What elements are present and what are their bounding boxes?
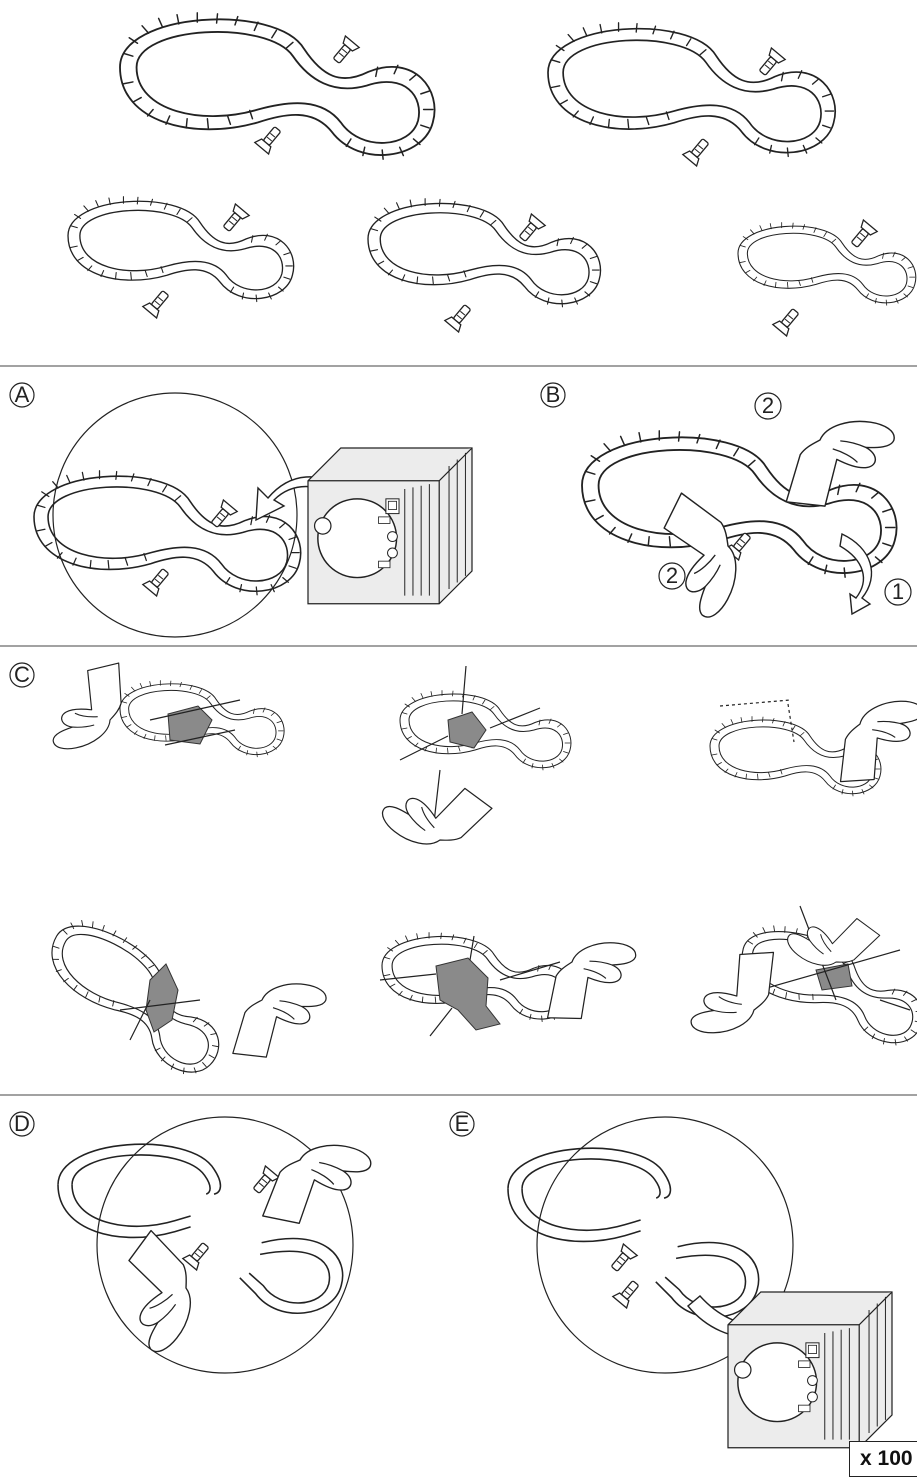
gloved-hand-icon — [223, 978, 335, 1062]
gloved-hand-icon — [103, 1227, 212, 1358]
ring-frame-icon-lower — [240, 1239, 343, 1314]
membrane-icon — [816, 964, 852, 990]
ring-frame-icon-upper — [58, 1144, 220, 1237]
step-d: D — [10, 1111, 375, 1373]
step-b-label: B — [546, 382, 561, 407]
thumbscrew-icon — [445, 301, 475, 332]
quantity-badge: x 100 — [849, 1441, 917, 1477]
thumbscrew-icon — [613, 1277, 643, 1308]
thumbscrew-icon — [773, 305, 803, 336]
frame-gallery — [68, 13, 916, 336]
step-e-label: E — [455, 1111, 470, 1136]
thumbscrew-icon — [329, 36, 359, 67]
ring-frame-icon — [548, 23, 835, 157]
callout-2-top: 2 — [762, 393, 774, 418]
thumbscrew-icon — [143, 565, 173, 596]
ring-frame-icon — [368, 199, 601, 307]
thumbscrew-icon — [255, 123, 285, 154]
membrane-icon — [448, 712, 486, 748]
gloved-hand-icon — [377, 765, 496, 863]
thumbscrew-icon — [219, 204, 249, 235]
ring-frame-icon — [120, 13, 435, 159]
callout-1: 1 — [892, 579, 904, 604]
step-a-label: A — [15, 382, 30, 407]
ring-frame-icon — [28, 907, 246, 1086]
step-c-label: C — [14, 662, 30, 687]
thumbscrew-icon — [607, 1244, 637, 1275]
gloved-hand-icon — [675, 943, 794, 1041]
thumbscrew-icon — [183, 1239, 213, 1270]
ring-frame-icon-upper — [508, 1148, 670, 1241]
thumbscrew-icon — [847, 220, 877, 251]
thumbscrew-icon — [683, 135, 713, 166]
thumbscrew-icon — [515, 214, 545, 245]
step-d-label: D — [14, 1111, 30, 1136]
step-a: A — [10, 382, 472, 637]
membrane-icon — [436, 958, 500, 1030]
callout-2-bottom: 2 — [666, 563, 678, 588]
gloved-hand-icon — [650, 491, 748, 620]
ring-frame-icon — [68, 197, 294, 302]
gloved-hand-icon — [821, 692, 917, 790]
gloved-hand-icon — [257, 1142, 375, 1226]
gloved-hand-icon — [533, 935, 649, 1027]
step-b: B 2 2 1 — [541, 382, 911, 621]
ring-frame-icon — [738, 223, 916, 306]
autoclave-icon — [728, 1292, 892, 1448]
step-e: E — [450, 1111, 892, 1448]
autoclave-icon — [308, 448, 472, 604]
thumbscrew-icon — [143, 287, 173, 318]
step-c: C — [10, 655, 917, 1085]
